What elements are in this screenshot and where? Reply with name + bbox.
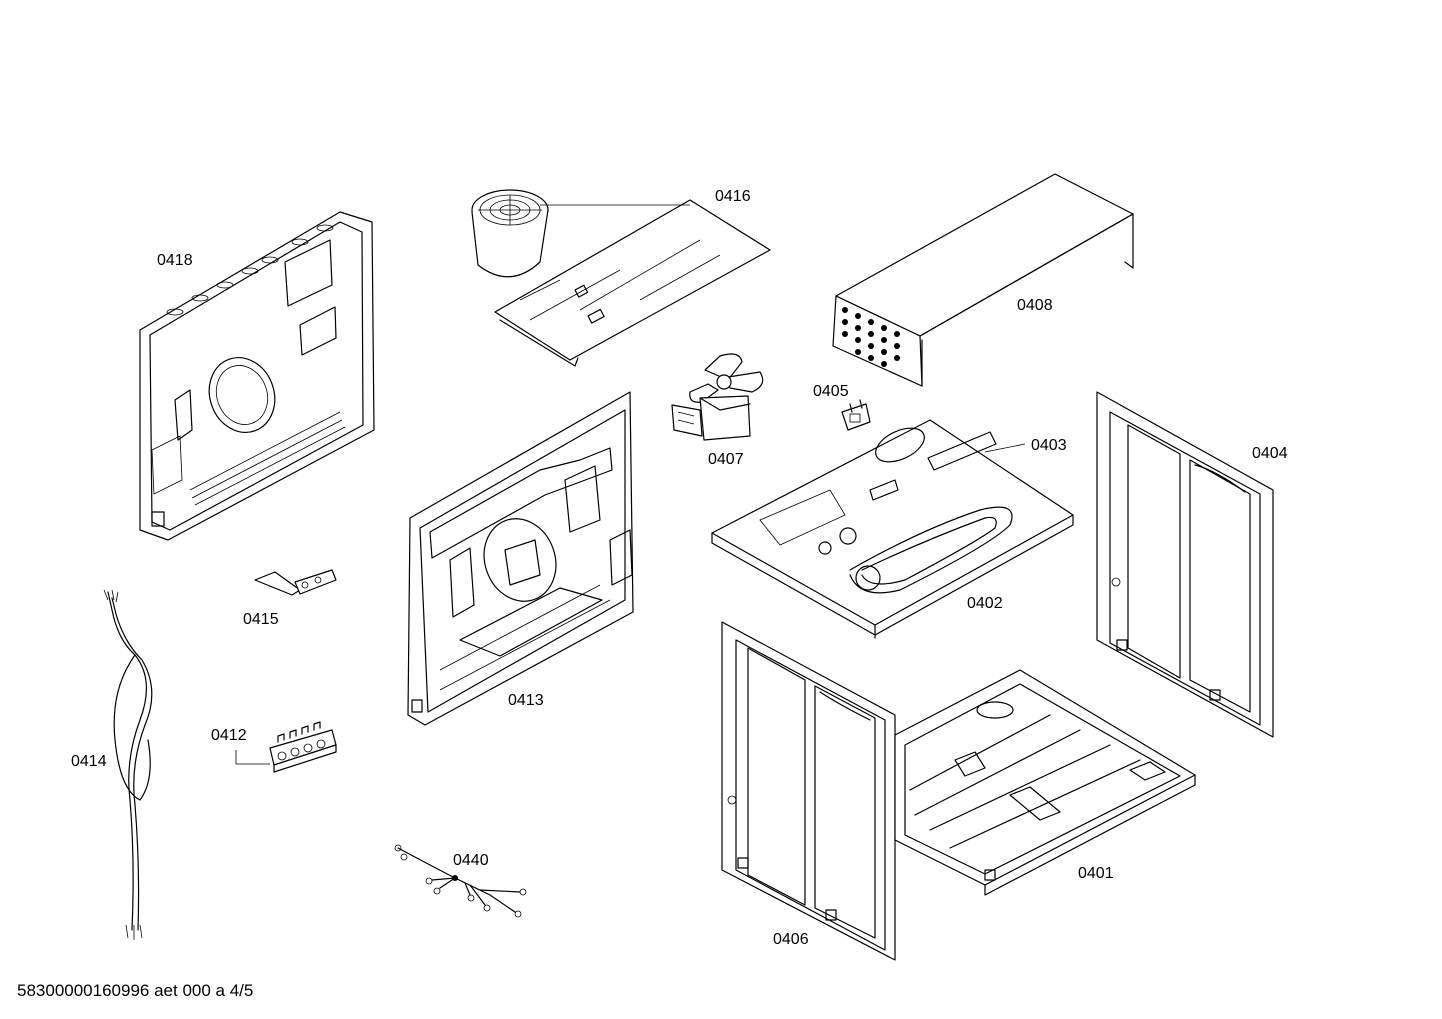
part-0413-rear-wall (407, 391, 634, 726)
part-0418-rear-panel (139, 211, 375, 541)
part-0415-bracket (254, 569, 337, 596)
leader-line-0403 (984, 443, 1026, 453)
label-0412: 0412 (211, 727, 247, 744)
label-0403: 0403 (1031, 437, 1067, 454)
label-0418: 0418 (157, 252, 193, 269)
label-0408: 0408 (1017, 297, 1053, 314)
document-id: 58300000160996 aet 000 a 4/5 (17, 981, 254, 1000)
label-0405: 0405 (813, 383, 849, 400)
part-0414-mains-cable (103, 589, 153, 940)
label-0407: 0407 (708, 451, 744, 468)
label-0406: 0406 (773, 931, 809, 948)
part-0402-oven-bottom (711, 419, 1074, 639)
label-0440: 0440 (453, 852, 489, 869)
label-0416: 0416 (715, 188, 751, 205)
part-0405-thermostat (841, 399, 871, 431)
label-0402: 0402 (967, 595, 1003, 612)
part-0404-right-side-panel (1096, 391, 1274, 738)
part-0416-top-cover (471, 189, 771, 367)
label-0415: 0415 (243, 611, 279, 628)
label-0413: 0413 (508, 692, 544, 709)
part-0406-left-side-panel (721, 621, 896, 961)
label-0401: 0401 (1078, 865, 1114, 882)
part-0401-floor-frame (894, 669, 1196, 896)
part-0440-wiring-harness (394, 844, 527, 918)
label-0414: 0414 (71, 753, 107, 770)
label-0404: 0404 (1252, 445, 1288, 462)
part-0408-top-plate (832, 173, 1134, 387)
part-0412-terminal-block (235, 721, 337, 773)
part-0407-fan-motor (671, 353, 764, 441)
